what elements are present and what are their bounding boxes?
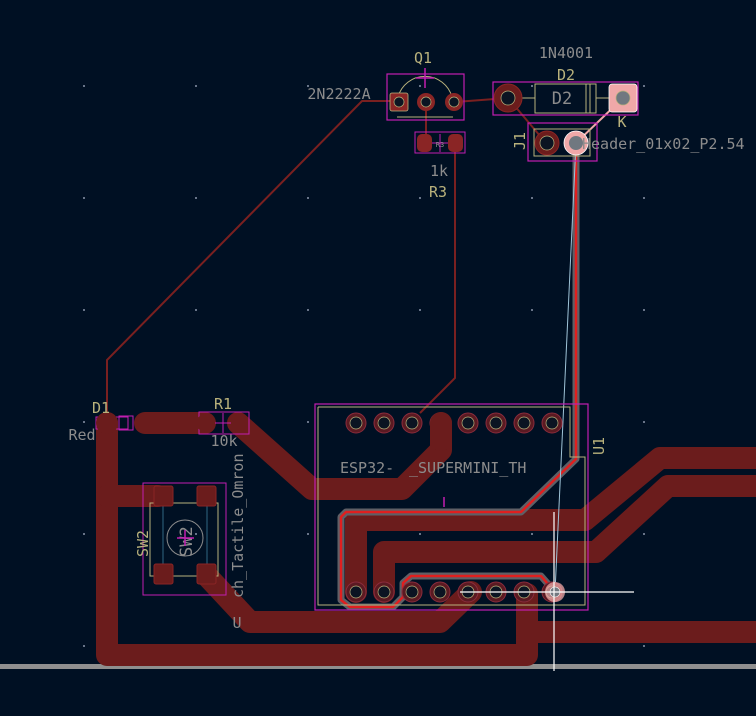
j1-courtyard bbox=[527, 122, 598, 162]
d2-courtyard bbox=[492, 81, 639, 116]
u1-bottom-pad-drill bbox=[405, 585, 419, 599]
sw2-courtyard bbox=[142, 482, 227, 596]
grid-dot bbox=[83, 197, 85, 199]
sw2-pad-2b[interactable] bbox=[196, 563, 217, 585]
u1-top-pad-drill bbox=[489, 416, 503, 430]
u1-courtyard bbox=[314, 403, 589, 611]
d2-reference: D2 bbox=[557, 66, 575, 84]
board-edge-cut bbox=[0, 664, 756, 669]
j1-value: Header_01x02_P2.54 bbox=[582, 135, 745, 153]
grid-dot bbox=[195, 533, 197, 535]
track-d1-q1[interactable] bbox=[106, 100, 391, 423]
sw2-value-tail: U bbox=[232, 614, 241, 632]
grid-dot bbox=[307, 533, 309, 535]
sw2-pad-1a[interactable] bbox=[153, 485, 174, 507]
r3-value: 1k bbox=[430, 162, 448, 180]
grid-dot bbox=[419, 309, 421, 311]
r1-pad-2[interactable] bbox=[230, 414, 246, 432]
u1-top-pad-drill bbox=[517, 416, 531, 430]
grid-dot bbox=[531, 309, 533, 311]
u1-top-pad-drill bbox=[461, 416, 475, 430]
grid-dot bbox=[307, 197, 309, 199]
footprint-q1[interactable]: Q1 2N2222A bbox=[307, 49, 465, 121]
grid-dot bbox=[83, 421, 85, 423]
ratsnest-line bbox=[554, 142, 577, 593]
grid-dot bbox=[307, 421, 309, 423]
q1-value: 2N2222A bbox=[307, 85, 370, 103]
r3-courtyard bbox=[414, 131, 466, 154]
grid-dot bbox=[419, 85, 421, 87]
d2-value: 1N4001 bbox=[539, 44, 593, 62]
footprint-r1[interactable]: R1 10k bbox=[197, 395, 250, 450]
grid-dot bbox=[83, 85, 85, 87]
u1-top-pad-drill bbox=[545, 416, 559, 430]
u1-top-pad-drill bbox=[349, 416, 363, 430]
u1-value-right: _SUPERMINI_TH bbox=[409, 459, 526, 477]
grid-dot bbox=[83, 645, 85, 647]
grid-dot bbox=[643, 645, 645, 647]
d2-cathode-label: K bbox=[617, 113, 626, 131]
highlighted-track[interactable] bbox=[339, 141, 578, 609]
track-sw2-u1[interactable] bbox=[197, 566, 482, 633]
grid-dot bbox=[643, 533, 645, 535]
r3-pad-1[interactable] bbox=[417, 134, 432, 152]
d2-fab-label: D2 bbox=[552, 89, 572, 109]
grid-dot bbox=[643, 421, 645, 423]
r1-value: 10k bbox=[210, 432, 237, 450]
sw2-value: ch_Tactile_Omron bbox=[229, 454, 247, 599]
u1-silkscreen-outline bbox=[317, 406, 586, 606]
track-bottom-right[interactable] bbox=[516, 583, 756, 643]
u1-bottom-pad-drill bbox=[433, 585, 447, 599]
highlighted-net bbox=[337, 139, 580, 611]
grid-dot bbox=[531, 197, 533, 199]
grid-dot bbox=[643, 197, 645, 199]
u1-top-pad-drill bbox=[405, 416, 419, 430]
footprint-sw2[interactable]: SW2 SW2 ch_Tactile_Omron U bbox=[134, 454, 247, 633]
d1-pad-1[interactable] bbox=[96, 412, 118, 434]
grid-dot bbox=[195, 85, 197, 87]
track-r3-u1[interactable] bbox=[419, 143, 456, 414]
sw2-reference: SW2 bbox=[134, 530, 152, 557]
d1-value: Red bbox=[68, 426, 95, 444]
grid-dot bbox=[419, 533, 421, 535]
grid-dot bbox=[531, 85, 533, 87]
r3-reference: R3 bbox=[429, 183, 447, 201]
d1-reference: D1 bbox=[92, 399, 110, 417]
u1-bottom-pad-drill bbox=[377, 585, 391, 599]
grid-dot bbox=[531, 533, 533, 535]
grid-dot bbox=[643, 85, 645, 87]
u1-bottom-pad-drill bbox=[349, 585, 363, 599]
grid-dot bbox=[195, 197, 197, 199]
grid-dot bbox=[643, 309, 645, 311]
grid-dot bbox=[195, 309, 197, 311]
footprint-j1[interactable]: J1 Header_01x02_P2.54 bbox=[511, 122, 745, 162]
grid-dot bbox=[83, 309, 85, 311]
q1-reference: Q1 bbox=[414, 49, 432, 67]
grid-dot bbox=[307, 85, 309, 87]
footprint-d1[interactable]: D1 Red bbox=[68, 399, 134, 444]
sw2-pad-1b[interactable] bbox=[153, 563, 174, 585]
j1-reference: J1 bbox=[511, 132, 529, 150]
footprint-r3[interactable]: R3 1k R3 bbox=[414, 131, 466, 201]
r3-fab-label: R3 bbox=[436, 141, 444, 149]
r3-pad-2[interactable] bbox=[448, 134, 463, 152]
track-u1-right-2[interactable] bbox=[373, 475, 756, 603]
u1-top-pad-drill bbox=[377, 416, 391, 430]
r1-reference: R1 bbox=[214, 395, 232, 413]
r1-pad-1[interactable] bbox=[197, 414, 213, 432]
sw2-fab-label: SW2 bbox=[177, 526, 197, 557]
grid-dot bbox=[419, 197, 421, 199]
footprint-d2[interactable]: D2 D2 1N4001 K bbox=[492, 44, 639, 131]
grid-dot bbox=[307, 309, 309, 311]
sw2-pad-2a[interactable] bbox=[196, 485, 217, 507]
u1-reference: U1 bbox=[590, 437, 608, 455]
grid-dot bbox=[83, 533, 85, 535]
u1-value-left: ESP32- bbox=[340, 459, 394, 477]
